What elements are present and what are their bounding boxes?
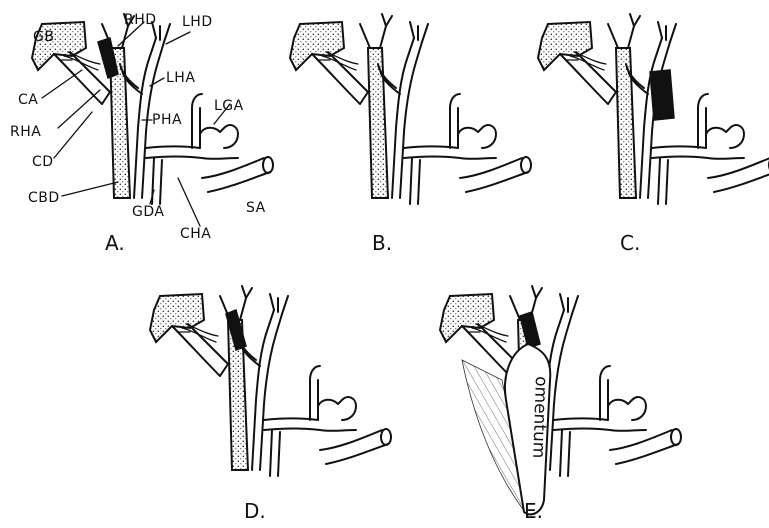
label-cha: CHA xyxy=(180,226,211,242)
caption-a: A. xyxy=(105,231,125,255)
caption-c: C. xyxy=(620,231,640,255)
label-gda: GDA xyxy=(132,204,164,220)
label-cd: CD xyxy=(32,154,54,170)
label-gb: GB xyxy=(33,29,54,45)
caption-d: D. xyxy=(244,499,266,523)
label-cbd: CBD xyxy=(28,190,60,206)
label-lhd: LHD xyxy=(182,14,213,30)
omentum-label: omentum xyxy=(528,376,551,459)
label-ca: CA xyxy=(18,92,38,108)
label-sa: SA xyxy=(246,200,266,216)
caption-b: B. xyxy=(372,231,392,255)
panel-d xyxy=(150,286,391,476)
panel-c xyxy=(538,14,769,204)
caption-e: E. xyxy=(524,499,543,523)
label-pha: PHA xyxy=(152,112,182,128)
label-lha: LHA xyxy=(166,70,195,86)
ligated-segment xyxy=(650,70,674,120)
panel-e: omentum xyxy=(440,286,681,516)
panel-b xyxy=(290,14,531,204)
ligated-segment xyxy=(98,38,118,78)
label-rha: RHA xyxy=(10,124,41,140)
